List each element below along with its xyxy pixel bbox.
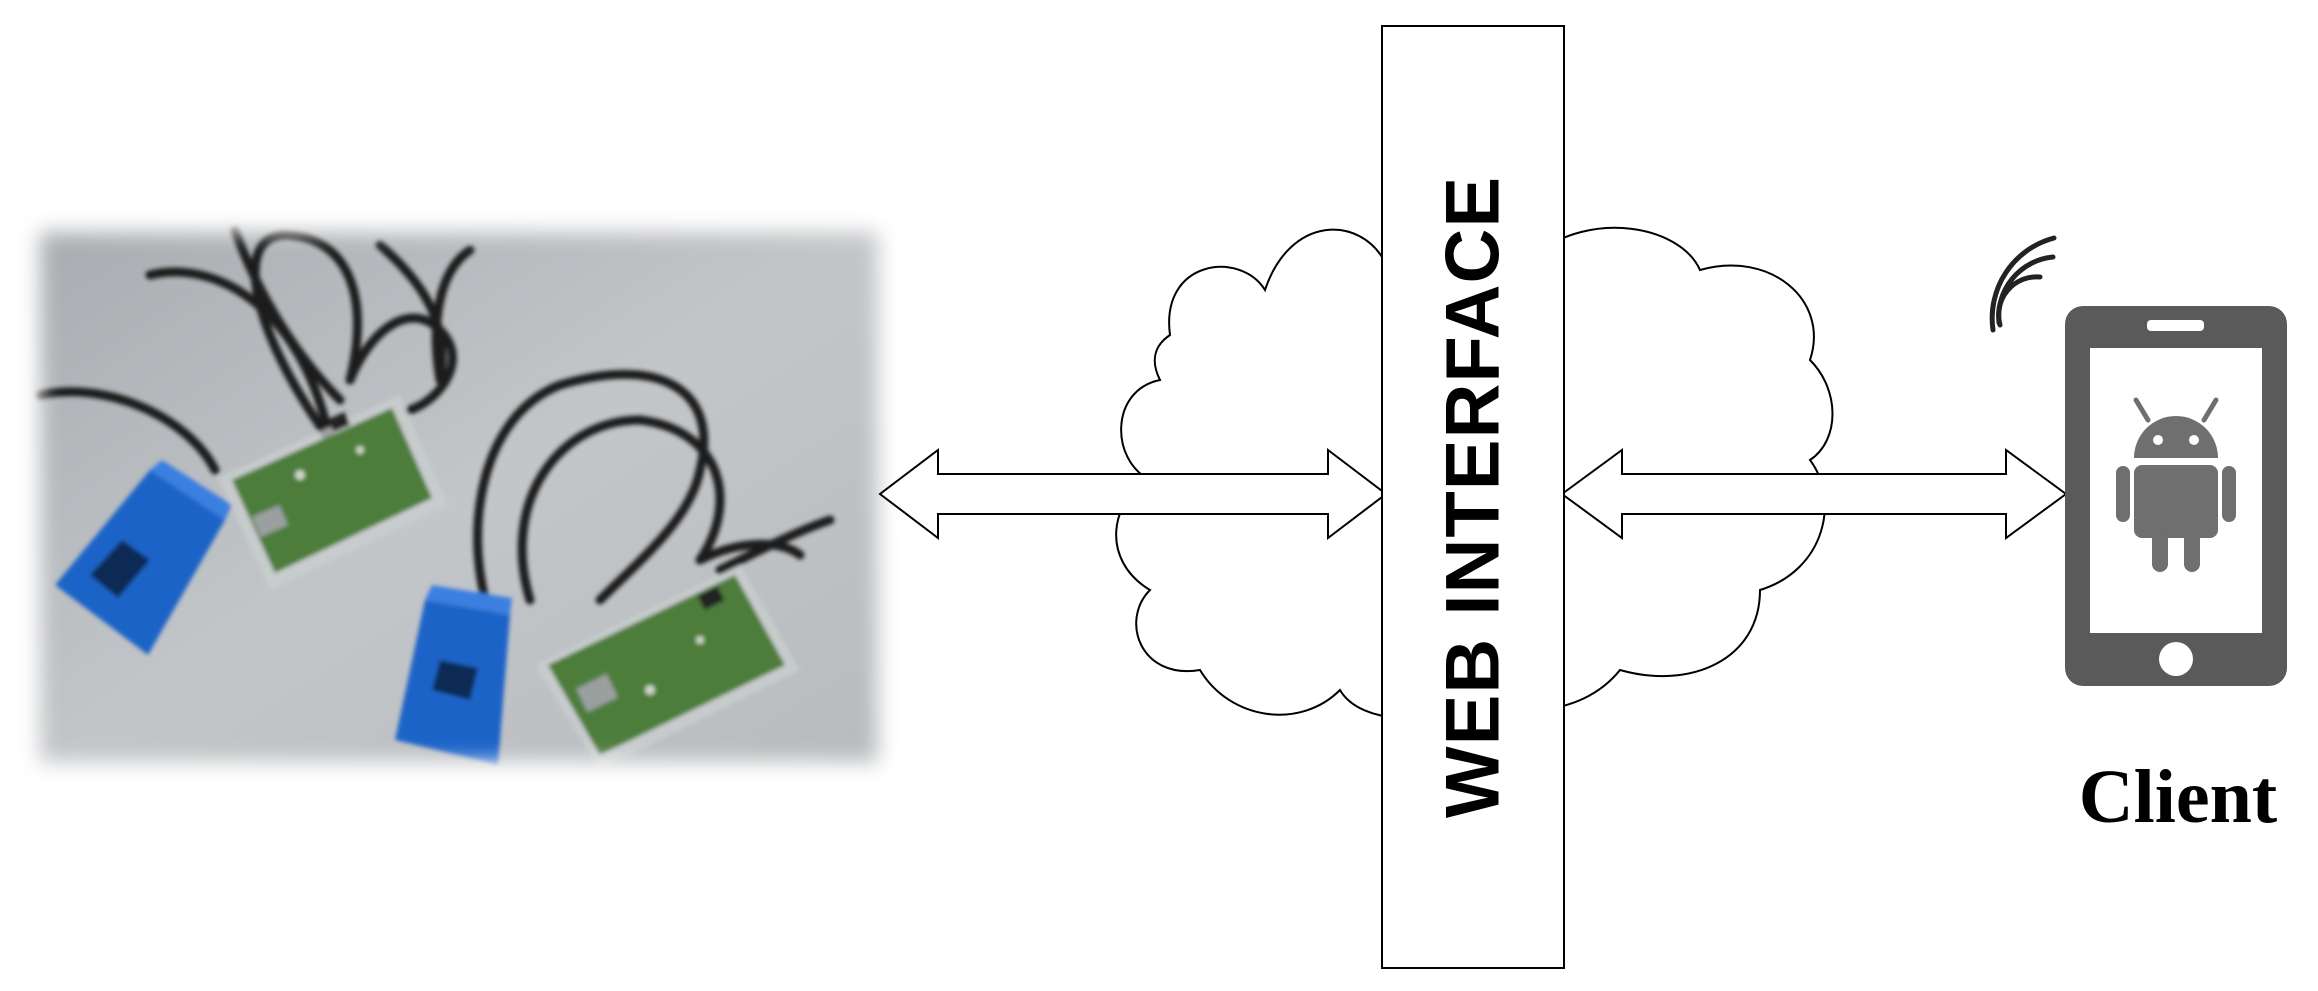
meter-board-2 — [535, 565, 800, 770]
web-interface-box: WEB INTERFACE — [1381, 25, 1565, 969]
hardware-photo — [0, 200, 920, 800]
web-interface-label: WEB INTERFACE — [1431, 176, 1516, 818]
android-icon — [2116, 397, 2236, 572]
current-clamp-1 — [55, 460, 232, 655]
current-clamp-2 — [395, 585, 512, 765]
sensor-cables — [35, 225, 835, 645]
client-label: Client — [2079, 755, 2277, 839]
wifi-signal-icon — [1989, 235, 2057, 333]
meter-board-1 — [218, 395, 448, 590]
